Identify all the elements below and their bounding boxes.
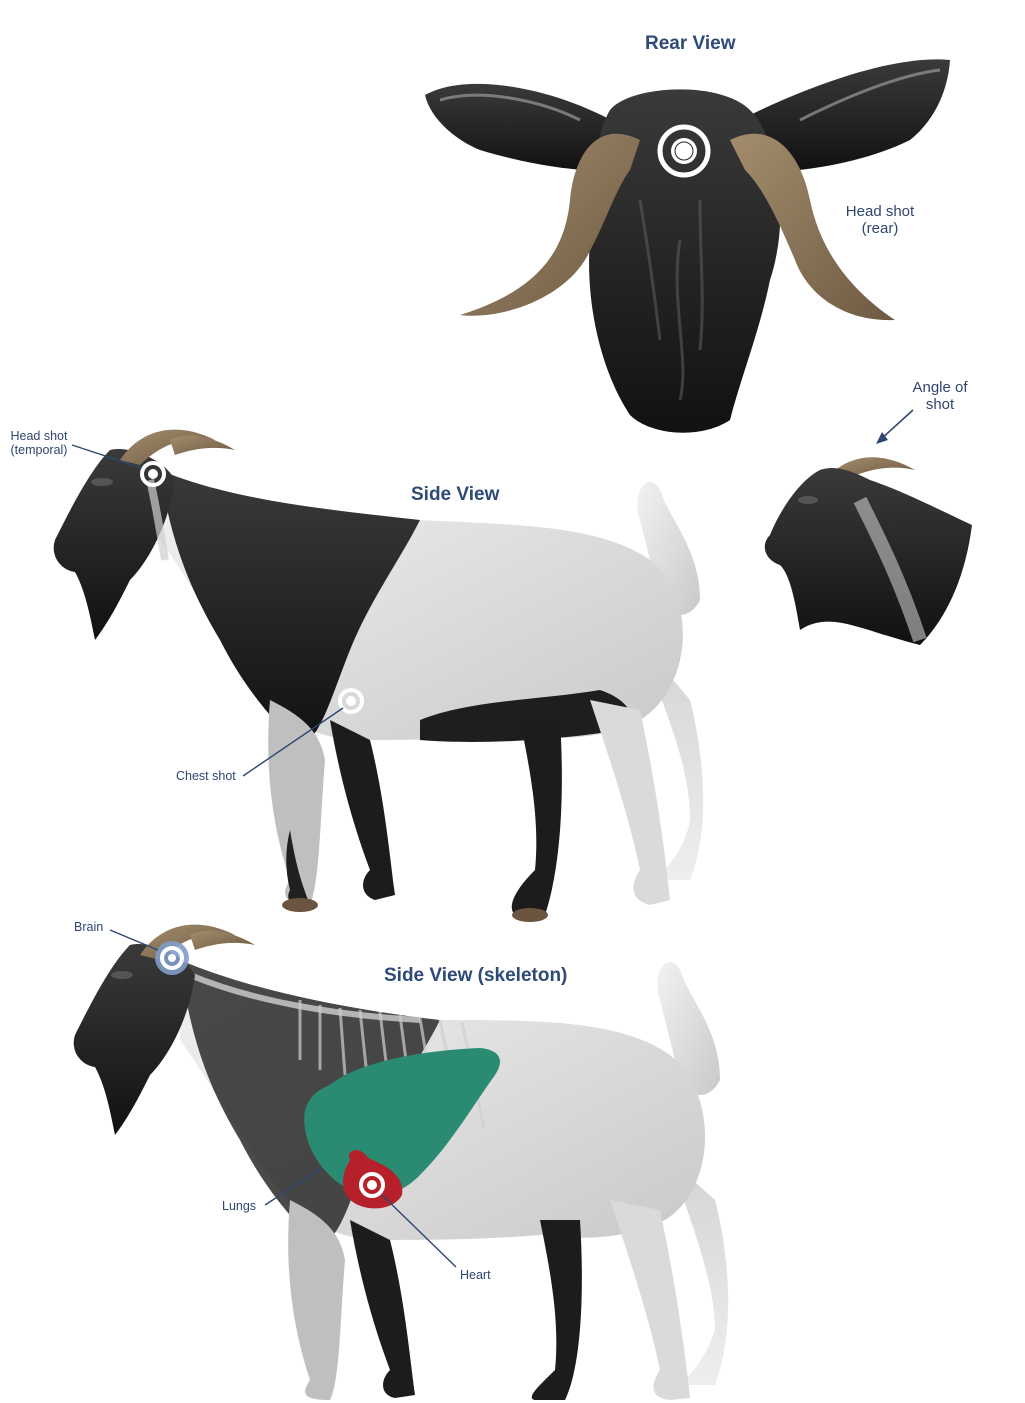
side-head xyxy=(54,449,175,640)
rear-view-title: Rear View xyxy=(645,33,735,55)
rear-head-shot-label-line1: Head shot xyxy=(835,203,925,220)
angle-of-shot-label-line2: shot xyxy=(895,396,985,413)
skeleton-view-illustration xyxy=(74,925,728,1400)
angle-of-shot-label: Angle of shot xyxy=(895,379,985,414)
heart-label: Heart xyxy=(460,1268,491,1282)
rear-head-shot-label-line2: (rear) xyxy=(835,220,925,237)
rear-head-shot-label: Head shot (rear) xyxy=(835,203,925,238)
angle-arrow-line xyxy=(880,410,913,440)
angle-of-shot-label-line1: Angle of xyxy=(895,379,985,396)
side-view-title: Side View xyxy=(411,484,499,506)
chest-shot-label: Chest shot xyxy=(176,769,236,783)
brain-label: Brain xyxy=(74,920,103,934)
temporal-head-shot-label: Head shot (temporal) xyxy=(4,429,74,458)
skeleton-view-title: Side View (skeleton) xyxy=(384,965,567,987)
rear-view-illustration xyxy=(425,59,950,432)
temporal-head-shot-label-line2: (temporal) xyxy=(4,443,74,457)
lungs-label: Lungs xyxy=(222,1199,256,1213)
side-view-illustration xyxy=(54,430,703,922)
angle-of-shot-illustration xyxy=(765,410,972,645)
temporal-head-shot-label-line1: Head shot xyxy=(4,429,74,443)
